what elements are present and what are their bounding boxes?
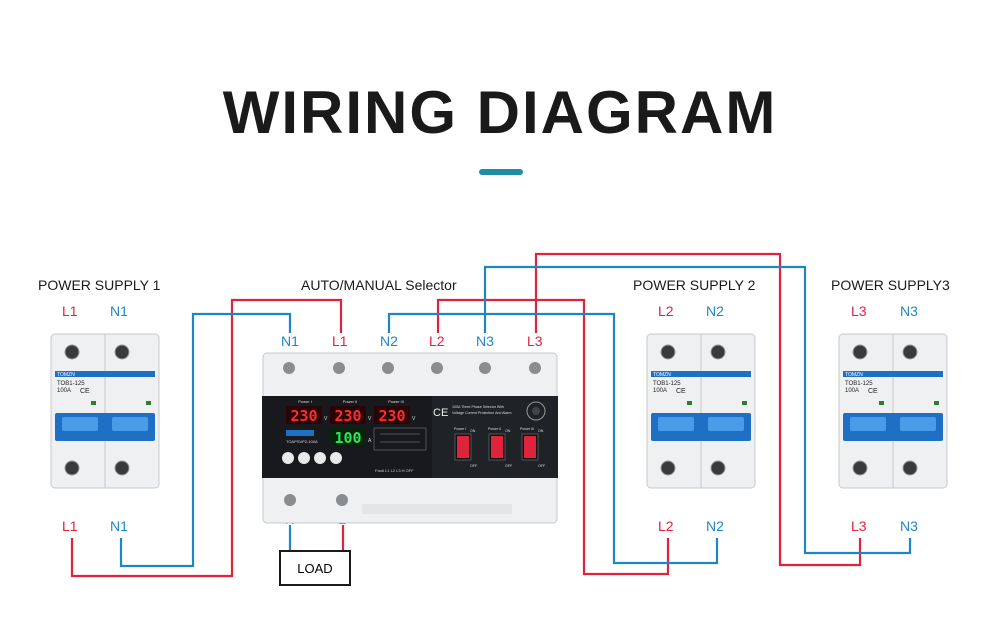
breaker-model: TOB1-125 bbox=[653, 381, 681, 387]
switch-off-label-1: OFF bbox=[470, 464, 478, 468]
switch-off-label-3: OFF bbox=[538, 464, 546, 468]
terminal-label-s3-top-n: N3 bbox=[900, 303, 918, 319]
selector-terminal-label-l1: L1 bbox=[332, 333, 348, 349]
switch-off-label-2: OFF bbox=[505, 464, 513, 468]
label-power-supply-3: POWER SUPPLY3 bbox=[831, 277, 950, 293]
selector-terminal-label-n1: N1 bbox=[281, 333, 299, 349]
voltage-display-1: 230 bbox=[290, 407, 317, 425]
switch-on-label-2: ON bbox=[505, 429, 511, 433]
switch-on-label-1: ON bbox=[470, 429, 476, 433]
voltage-display-3: 230 bbox=[378, 407, 405, 425]
panel-description-2: Voltage Current Protection And Alarm bbox=[452, 411, 512, 415]
auto-manual-selector-device: Power I Power II Power III 230 230 230 V… bbox=[262, 352, 558, 524]
label-power-supply-2: POWER SUPPLY 2 bbox=[633, 277, 756, 293]
breaker-rating: 100A bbox=[845, 388, 859, 394]
breaker-rating: 100A bbox=[57, 388, 71, 394]
panel-header-power-1: Power I bbox=[298, 399, 312, 404]
current-unit: A bbox=[368, 438, 372, 444]
current-display: 100 bbox=[334, 429, 361, 447]
panel-header-power-3: Power III bbox=[388, 399, 404, 404]
panel-fault-indicators: Fault L1 L2 L3 H OFF bbox=[375, 468, 414, 473]
terminal-label-s1-top-l: L1 bbox=[62, 303, 78, 319]
wire-n2 bbox=[387, 312, 719, 565]
breaker-ce: CE bbox=[676, 388, 686, 395]
breaker-brand: TOMZN bbox=[845, 372, 863, 378]
circuit-breaker-3: TOMZN TOB1-125 100A CE bbox=[838, 333, 948, 489]
switch-label-power-3: Power III bbox=[520, 427, 534, 431]
selector-terminal-label-n3: N3 bbox=[476, 333, 494, 349]
voltage-unit-1: V bbox=[324, 416, 328, 422]
voltage-unit-3: V bbox=[412, 416, 416, 422]
wire-l1 bbox=[70, 298, 343, 578]
circuit-breaker-1: TOMZN TOB1-125 100A CE bbox=[50, 333, 160, 489]
terminal-label-s1-bot-n: N1 bbox=[110, 518, 128, 534]
terminal-label-s3-bot-n: N3 bbox=[900, 518, 918, 534]
terminal-label-s2-bot-l: L2 bbox=[658, 518, 674, 534]
wire-n3 bbox=[483, 265, 912, 555]
switch-on-label-3: ON bbox=[538, 429, 544, 433]
selector-terminal-label-l2: L2 bbox=[429, 333, 445, 349]
breaker-ce: CE bbox=[868, 388, 878, 395]
voltage-display-2: 230 bbox=[334, 407, 361, 425]
switch-label-power-2: Power II bbox=[488, 427, 501, 431]
terminal-label-s2-top-n: N2 bbox=[706, 303, 724, 319]
breaker-brand: TOMZN bbox=[57, 372, 75, 378]
load-label: LOAD bbox=[297, 560, 333, 576]
selector-terminal-label-l3: L3 bbox=[527, 333, 543, 349]
breaker-rating: 100A bbox=[653, 388, 667, 394]
voltage-unit-2: V bbox=[368, 416, 372, 422]
load-box: LOAD bbox=[279, 550, 351, 586]
breaker-brand: TOMZN bbox=[653, 372, 671, 378]
selector-terminal-label-n2: N2 bbox=[380, 333, 398, 349]
panel-header-power-2: Power II bbox=[343, 399, 358, 404]
breaker-model: TOB1-125 bbox=[57, 381, 85, 387]
breaker-ce: CE bbox=[80, 388, 90, 395]
terminal-label-s2-top-l: L2 bbox=[658, 303, 674, 319]
terminal-label-s1-bot-l: L1 bbox=[62, 518, 78, 534]
title-underline bbox=[479, 169, 523, 175]
terminal-label-s1-top-n: N1 bbox=[110, 303, 128, 319]
page-title: WIRING DIAGRAM bbox=[222, 79, 778, 146]
label-power-supply-1: POWER SUPPLY 1 bbox=[38, 277, 161, 293]
circuit-breaker-2: TOMZN TOB1-125 100A CE bbox=[646, 333, 756, 489]
label-selector: AUTO/MANUAL Selector bbox=[301, 277, 457, 293]
terminal-label-s3-bot-l: L3 bbox=[851, 518, 867, 534]
panel-description-1: 100A Three Phase Selector With bbox=[452, 405, 504, 409]
terminal-label-s2-bot-n: N2 bbox=[706, 518, 724, 534]
wire-n1 bbox=[119, 312, 292, 568]
panel-ce-mark: CE bbox=[433, 407, 448, 419]
breaker-model: TOB1-125 bbox=[845, 381, 873, 387]
terminal-label-s3-top-l: L3 bbox=[851, 303, 867, 319]
wire-l2 bbox=[436, 298, 670, 576]
switch-label-power-1: Power I bbox=[454, 427, 466, 431]
selector-model: TOAPSVP2-100A bbox=[286, 439, 318, 444]
